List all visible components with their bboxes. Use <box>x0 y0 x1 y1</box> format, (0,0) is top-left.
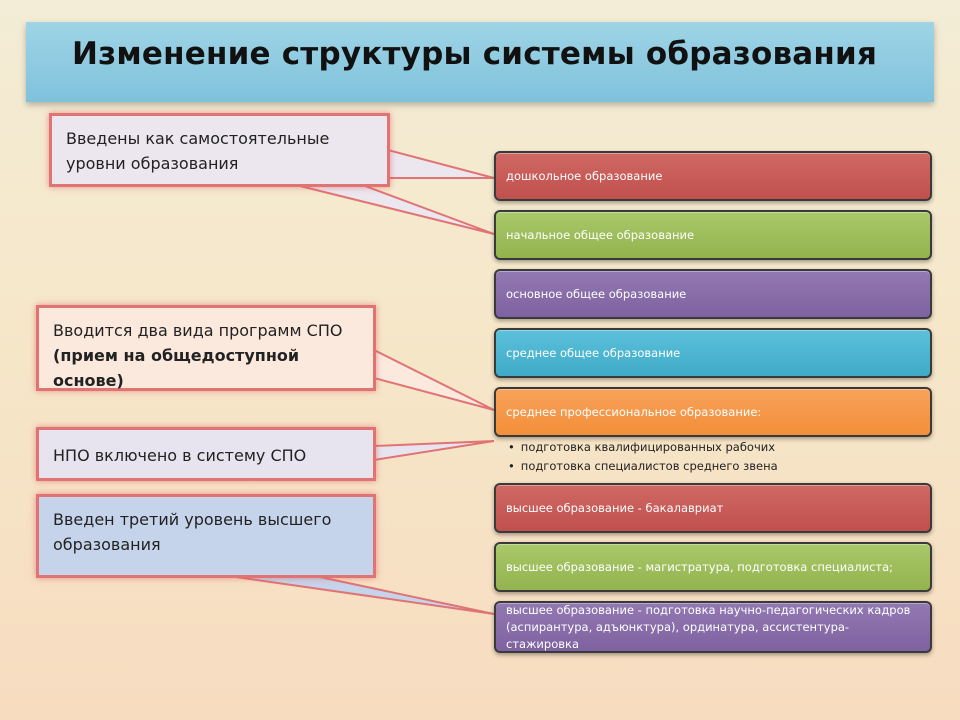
level-secondary-general: среднее общее образование <box>494 328 932 378</box>
level-label: высшее образование - магистратура, подго… <box>506 560 894 574</box>
level-label: среднее общее образование <box>506 346 681 360</box>
connector-spo <box>373 348 495 411</box>
level-label: среднее профессиональное образование: <box>506 405 762 419</box>
spo-list: подготовка квалифицированных рабочих под… <box>508 438 778 476</box>
spo-item: подготовка квалифицированных рабочих <box>508 438 778 457</box>
level-higher-bachelor: высшее образование - бакалавриат <box>494 483 932 533</box>
connector-npo <box>373 440 495 462</box>
spo-item: подготовка специалистов среднего звена <box>508 457 778 476</box>
level-preschool: дошкольное образование <box>494 151 932 201</box>
connector-primary <box>299 185 495 235</box>
title-bar: Изменение структуры системы образования <box>26 22 934 102</box>
slide-title: Изменение структуры системы образования <box>72 36 878 72</box>
callout-text: Введены как самостоятельные уровни образ… <box>66 129 330 173</box>
level-label: основное общее образование <box>506 287 687 301</box>
callout-npo: НПО включено в систему СПО <box>36 427 376 481</box>
level-higher-research: высшее образование - подготовка научно-п… <box>494 601 932 653</box>
level-higher-master: высшее образование - магистратура, подго… <box>494 542 932 592</box>
connector-preschool <box>387 148 495 179</box>
callout-spo-programs: Вводится два вида программ СПО (прием на… <box>36 305 376 391</box>
callout-text: Введен третий уровень высшего образовани… <box>53 510 332 554</box>
callout-text: Вводится два вида программ СПО <box>53 321 343 340</box>
level-label: высшее образование - бакалавриат <box>506 501 724 515</box>
callout-third-level: Введен третий уровень высшего образовани… <box>36 494 376 578</box>
callout-text: НПО включено в систему СПО <box>53 446 307 465</box>
level-label: начальное общее образование <box>506 228 695 242</box>
connector-higher <box>235 576 495 615</box>
level-label: высшее образование - подготовка научно-п… <box>506 602 911 651</box>
level-primary-general: начальное общее образование <box>494 210 932 260</box>
callout-bold-text: (прием на общедоступной основе) <box>53 346 300 390</box>
level-label: дошкольное образование <box>506 169 663 183</box>
level-secondary-vocational: среднее профессиональное образование: <box>494 387 932 437</box>
callout-independent-levels: Введены как самостоятельные уровни образ… <box>49 113 390 187</box>
level-basic-general: основное общее образование <box>494 269 932 319</box>
